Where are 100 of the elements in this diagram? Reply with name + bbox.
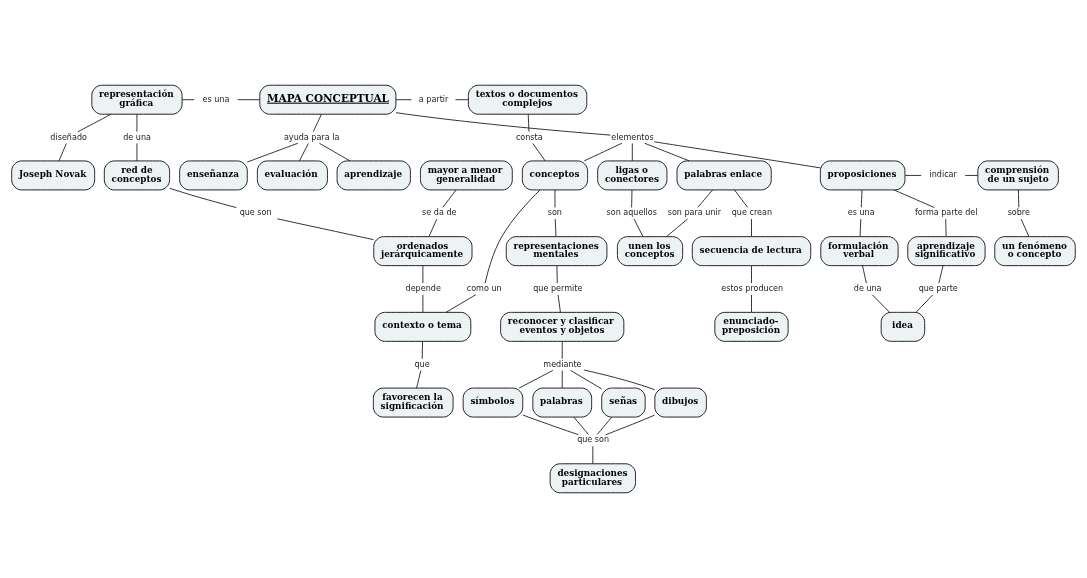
node-box: reconocer y clasificar eventos y objetos (500, 311, 625, 342)
node-box: enunciado-preposición (714, 311, 789, 342)
node-text: son para unir (667, 208, 722, 218)
connector (181, 99, 195, 101)
node-box: aprendizaje (336, 160, 411, 191)
connector (312, 113, 322, 133)
node-text: que parte (918, 284, 958, 294)
connector (644, 142, 690, 162)
node-box: textos o documentos complejos (467, 84, 588, 115)
node-box: enseñanza (179, 160, 248, 191)
connector (445, 294, 477, 313)
node-box: formulación verbal (820, 236, 899, 267)
node-box: idea (880, 311, 926, 342)
connector (1020, 218, 1030, 238)
node-text: consta (515, 132, 543, 142)
connector (860, 189, 863, 208)
connector (893, 189, 935, 208)
connector (751, 265, 752, 284)
connector (633, 218, 644, 238)
connector (421, 340, 424, 360)
node-box: símbolos (462, 387, 524, 418)
connector (570, 369, 603, 390)
node-text: indicar (929, 170, 957, 180)
node-box: secuencia de lectura (691, 236, 812, 267)
connector (945, 218, 947, 238)
node-box: dibujos (654, 387, 707, 418)
node-text: de una (853, 284, 882, 294)
connector (77, 113, 112, 133)
connector (318, 142, 351, 162)
connector (532, 142, 546, 162)
node-box: mayor a menor generalidad (420, 160, 513, 191)
node-box: señas (601, 387, 646, 418)
connector (484, 189, 541, 284)
connector (561, 370, 563, 389)
node-box: palabras enlace (676, 160, 772, 191)
connector (246, 142, 299, 163)
connector (734, 189, 749, 208)
connector (1017, 189, 1020, 208)
connector (871, 294, 890, 313)
connector (631, 189, 633, 208)
node-box: representación gráfica (91, 84, 183, 115)
connector (556, 265, 558, 284)
node-text: a partir (418, 94, 449, 104)
node-box: proposiciones (819, 160, 906, 191)
connector (522, 414, 579, 436)
connector (442, 189, 457, 208)
node-text: de una (123, 132, 152, 142)
node-text: que crean (731, 208, 773, 218)
connector (455, 99, 469, 101)
connector (276, 218, 374, 241)
connector (518, 369, 554, 389)
connector (428, 218, 438, 238)
connector (653, 141, 821, 169)
connector (592, 445, 594, 465)
connector (751, 294, 752, 313)
connector (666, 218, 688, 238)
node-text: estos producen (721, 284, 784, 294)
node-box: aprendizaje significativo (907, 236, 986, 267)
connector (237, 99, 260, 101)
connector (859, 218, 862, 238)
connector (169, 187, 237, 209)
connector (915, 294, 934, 313)
connector (605, 414, 656, 436)
connector (557, 294, 561, 313)
node-text: depende (405, 284, 441, 294)
node-text: es una (847, 208, 875, 218)
connector (395, 99, 412, 101)
connector (299, 142, 309, 162)
node-text: diseñado (50, 132, 87, 142)
connector (938, 265, 944, 284)
connector (697, 189, 713, 208)
connector (554, 218, 557, 238)
connector (964, 175, 979, 176)
node-text: forma parte del (915, 208, 978, 218)
node-text: es una (202, 94, 230, 104)
node-box: favorecen la significación (372, 387, 454, 418)
node-box: ligas o conectores (597, 160, 668, 191)
node-box: ordenados jerárquicamente (373, 236, 473, 267)
connector (904, 175, 922, 176)
node-text: son aquellos (606, 208, 657, 218)
connector (862, 265, 867, 284)
node-box: designaciones particulares (549, 463, 636, 494)
connector (58, 142, 67, 162)
node-text: que permite (533, 284, 583, 294)
node-text: ayuda para la (283, 132, 340, 142)
node-text: son (547, 208, 562, 218)
connector (573, 416, 589, 435)
connector (751, 218, 752, 238)
node-text: que (414, 359, 430, 369)
node-box: contexto o tema (374, 311, 472, 342)
connector (583, 369, 656, 391)
connector (561, 340, 563, 360)
connector (422, 294, 424, 313)
connector (583, 142, 623, 162)
node-text: elementos (611, 132, 654, 142)
node-box: un fenómeno o concepto (994, 236, 1076, 267)
node-box: Joseph Novak (11, 160, 96, 191)
connector (416, 370, 422, 389)
connector (527, 113, 530, 133)
node-text: mediante (543, 359, 582, 369)
